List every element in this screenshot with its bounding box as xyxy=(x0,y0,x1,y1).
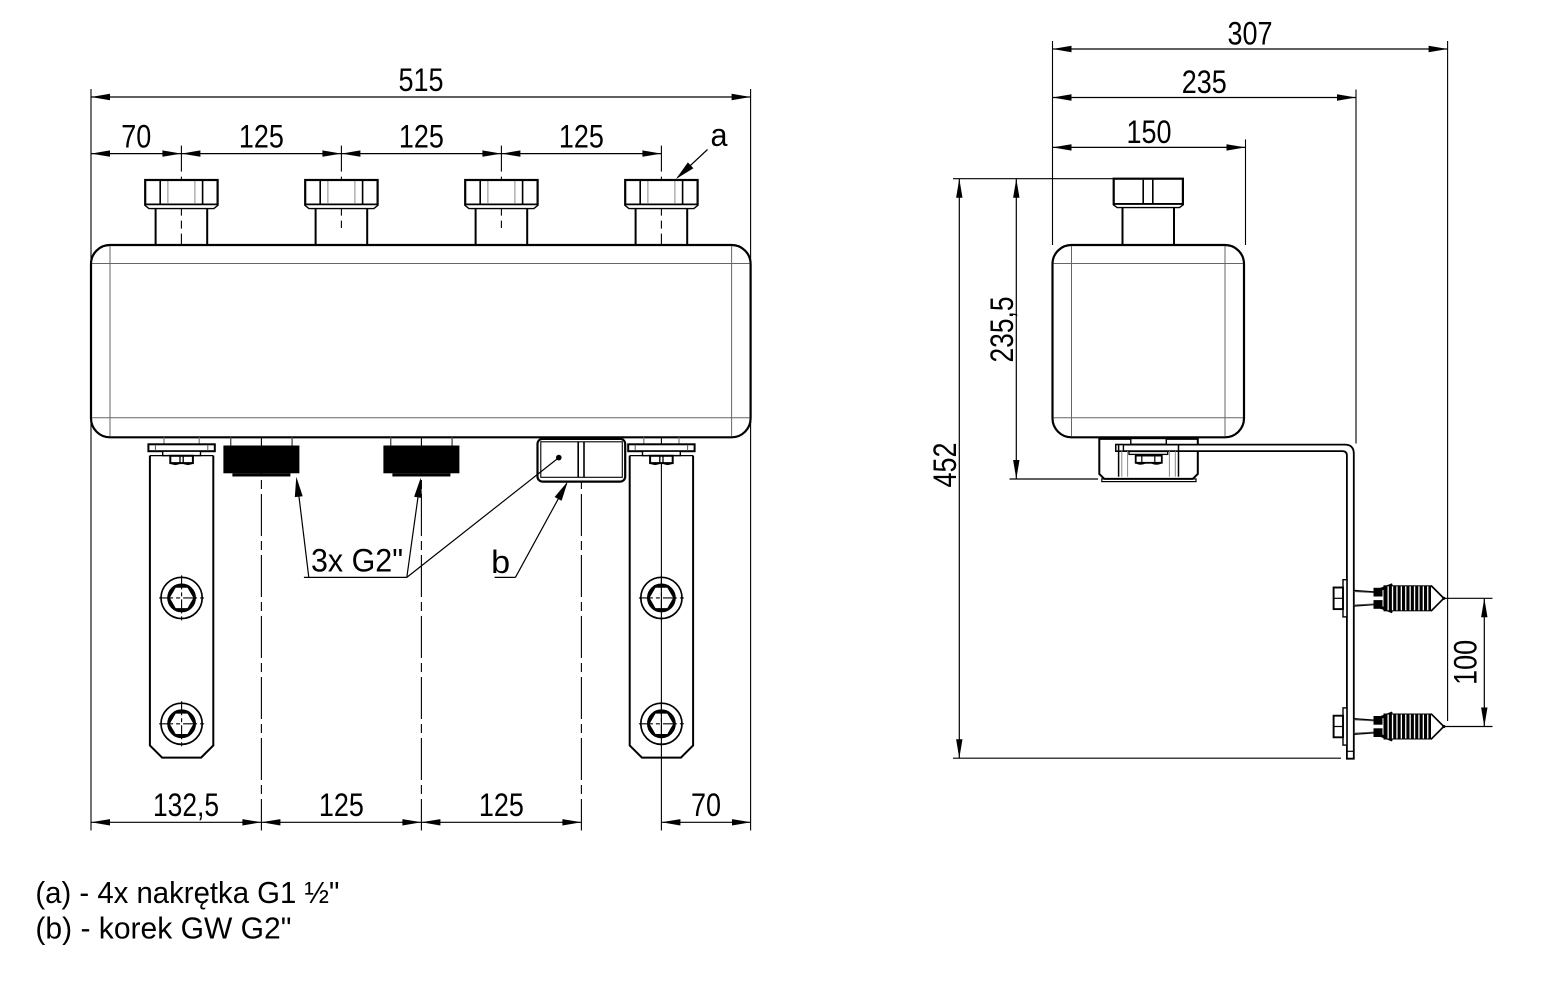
svg-text:3x G2": 3x G2" xyxy=(311,543,403,579)
svg-text:132,5: 132,5 xyxy=(153,787,219,823)
svg-text:125: 125 xyxy=(479,787,524,823)
svg-text:(b) - korek GW G2": (b) - korek GW G2" xyxy=(35,911,291,946)
svg-text:452: 452 xyxy=(927,443,963,488)
svg-text:125: 125 xyxy=(399,118,444,154)
svg-text:235: 235 xyxy=(1182,64,1227,100)
svg-text:70: 70 xyxy=(121,118,151,154)
svg-text:a: a xyxy=(711,117,728,153)
svg-text:125: 125 xyxy=(559,118,604,154)
svg-text:125: 125 xyxy=(319,787,364,823)
svg-text:70: 70 xyxy=(691,787,721,823)
svg-text:307: 307 xyxy=(1228,16,1273,52)
svg-text:100: 100 xyxy=(1448,640,1484,685)
svg-text:150: 150 xyxy=(1127,114,1172,150)
svg-text:515: 515 xyxy=(399,62,444,98)
svg-text:125: 125 xyxy=(239,118,284,154)
svg-text:235,5: 235,5 xyxy=(984,297,1020,363)
svg-text:(a) - 4x nakrętka G1 ½": (a) - 4x nakrętka G1 ½" xyxy=(35,875,339,910)
svg-text:b: b xyxy=(491,544,510,580)
